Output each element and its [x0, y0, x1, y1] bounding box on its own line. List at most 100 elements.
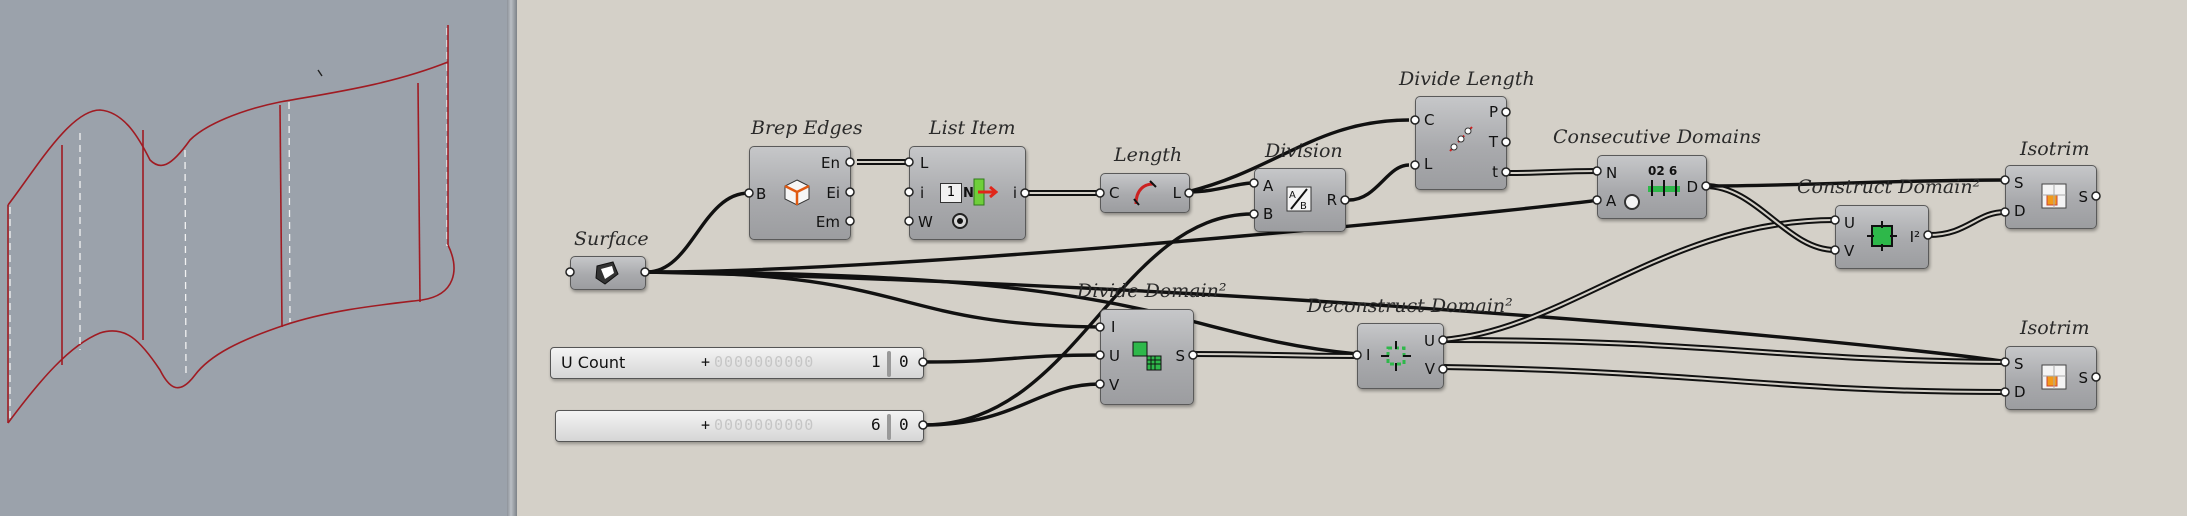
surface-top-edge — [7, 61, 449, 206]
slider-grip[interactable] — [887, 414, 891, 440]
divide-domain-input-v[interactable]: V — [1109, 376, 1120, 394]
isotrim-bottom-component[interactable]: S D S — [2005, 346, 2097, 410]
slider-value: 0 — [899, 352, 909, 371]
divide-length-component[interactable]: C L P T t — [1415, 96, 1507, 190]
divide-length-output-p[interactable]: P — [1488, 103, 1498, 121]
brep-edges-output-en[interactable]: En — [821, 154, 840, 172]
slider-plus: + — [701, 353, 712, 371]
u-count-slider[interactable]: U Count + 0000000000 1 0 — [550, 347, 924, 379]
deconstruct-domain-output-u[interactable]: U — [1424, 332, 1435, 350]
slider-plus: + — [701, 416, 712, 434]
wire-decon-u-isotrim-bottom-inner — [1441, 339, 2006, 363]
construct-domain-input-v[interactable]: V — [1844, 242, 1855, 260]
division-input-a[interactable]: A — [1263, 177, 1274, 195]
list-item-input-l[interactable]: L — [920, 154, 929, 172]
surface-icon — [595, 261, 619, 285]
wire-division-dividelength — [1348, 163, 1410, 202]
wire-dividelength-consecutive-inner — [1508, 170, 1598, 174]
length-input-c[interactable]: C — [1109, 184, 1120, 202]
wire-surface-consecutive — [646, 198, 1599, 274]
grasshopper-canvas[interactable]: Surface Brep Edges B En Ei Em List Item … — [517, 0, 2187, 516]
consecutive-domains-icon — [1648, 180, 1680, 196]
consecutive-domains-icon-text: 02 6 — [1648, 164, 1678, 178]
slider-grip[interactable] — [887, 351, 891, 377]
v-count-slider[interactable]: + 0000000000 6 0 — [555, 410, 924, 442]
consecutive-domains-output-d[interactable]: D — [1686, 178, 1698, 196]
list-item-input-w[interactable]: W — [918, 213, 933, 231]
brep-edges-component[interactable]: B En Ei Em — [749, 146, 851, 240]
isotrim-top-input-d[interactable]: D — [2014, 202, 2026, 220]
isotrim-top-input-s[interactable]: S — [2014, 174, 2024, 192]
slider-digit: 1 — [871, 352, 881, 371]
consecutive-domains-toggle[interactable] — [1624, 194, 1640, 210]
construct-domain-component[interactable]: U V I² — [1835, 205, 1929, 269]
length-title: Length — [1114, 144, 1183, 166]
slider-name: U Count — [561, 353, 626, 372]
brep-edges-output-ei[interactable]: Ei — [826, 184, 840, 202]
construct-domain-input-u[interactable]: U — [1844, 214, 1855, 232]
divide-length-input-l[interactable]: L — [1424, 155, 1433, 173]
divide-domain-icon — [1132, 341, 1162, 371]
isotrim-bottom-input-d[interactable]: D — [2014, 383, 2026, 401]
length-component[interactable]: C L — [1100, 173, 1190, 213]
division-input-b[interactable]: B — [1263, 205, 1274, 223]
list-item-icon: N — [963, 178, 998, 206]
slider-value: 0 — [899, 415, 909, 434]
divide-length-output-t[interactable]: T — [1488, 133, 1498, 151]
length-output-l[interactable]: L — [1172, 184, 1181, 202]
isotrim-top-output-s[interactable]: S — [2078, 188, 2088, 206]
isotrim-top-component[interactable]: S D S — [2005, 165, 2097, 229]
surface-component[interactable] — [570, 256, 646, 290]
divide-length-input-c[interactable]: C — [1424, 111, 1435, 129]
brep-edges-input-b[interactable]: B — [756, 185, 767, 203]
divide-domain-input-i[interactable]: I — [1111, 318, 1116, 336]
deconstruct-domain-icon — [1381, 341, 1411, 371]
consecutive-domains-input-n[interactable]: N — [1606, 164, 1618, 182]
isotrim-bottom-output-s[interactable]: S — [2078, 369, 2088, 387]
isotrim-icon — [2041, 183, 2067, 209]
construct-domain-output[interactable]: I² — [1909, 228, 1920, 246]
deconstruct-domain-component[interactable]: I U V — [1357, 323, 1444, 389]
divide-length-icon — [1449, 126, 1473, 152]
list-item-index-box[interactable]: 1 — [940, 183, 962, 203]
isotrim-top-title: Isotrim — [2020, 138, 2090, 160]
slider-digit: 6 — [871, 415, 881, 434]
divide-domain-input-u[interactable]: U — [1109, 347, 1120, 365]
viewport-geometry — [7, 25, 455, 424]
divide-domain-output-s[interactable]: S — [1175, 347, 1185, 365]
deconstruct-domain-title: Deconstruct Domain² — [1307, 295, 1513, 317]
rhino-viewport[interactable] — [0, 0, 507, 516]
consecutive-domains-input-a[interactable]: A — [1606, 192, 1617, 210]
list-item-output-i[interactable]: i — [1012, 184, 1017, 202]
list-item-input-i[interactable]: i — [920, 184, 925, 202]
surface-iso-4 — [417, 82, 421, 303]
wire-decon-u-construct — [1441, 217, 1836, 343]
divide-length-output-tparam[interactable]: t — [1492, 163, 1498, 181]
wire-slider-u-dividedomain — [923, 353, 1101, 364]
list-item-wrap-toggle[interactable] — [952, 213, 968, 229]
deconstruct-domain-input-i[interactable]: I — [1366, 346, 1371, 364]
division-output-r[interactable]: R — [1326, 191, 1337, 209]
wire-surface-isotrim-bottom — [646, 270, 2007, 364]
cursor-mark — [317, 69, 323, 77]
wire-construct-isotrim-top-inner — [1928, 211, 2006, 236]
wire-surface-brep — [646, 191, 750, 274]
isotrim-bottom-title: Isotrim — [2020, 317, 2090, 339]
wire-cons-isotrim-top — [1704, 178, 2006, 188]
isotrim-bottom-input-s[interactable]: S — [2014, 355, 2024, 373]
brep-cube-icon — [784, 179, 810, 206]
list-item-component[interactable]: L i W 1 N i — [909, 146, 1026, 240]
brep-edges-output-em[interactable]: Em — [815, 213, 840, 231]
divide-domain-component[interactable]: I U V S — [1100, 309, 1194, 405]
construct-domain-title: Construct Domain² — [1797, 176, 1981, 198]
wire-cons-construct-inner — [1704, 185, 1836, 251]
consecutive-domains-component[interactable]: N A 02 6 D — [1597, 155, 1707, 219]
slider-track: 0000000000 — [714, 416, 815, 434]
viewport-splitter[interactable] — [507, 0, 517, 516]
surface-bottom-edge — [7, 244, 455, 424]
deconstruct-domain-output-v[interactable]: V — [1424, 360, 1435, 378]
wire-dividedomain-deconstruct-inner — [1194, 353, 1358, 357]
brep-edges-title: Brep Edges — [751, 117, 863, 139]
divide-length-title: Divide Length — [1399, 68, 1535, 90]
